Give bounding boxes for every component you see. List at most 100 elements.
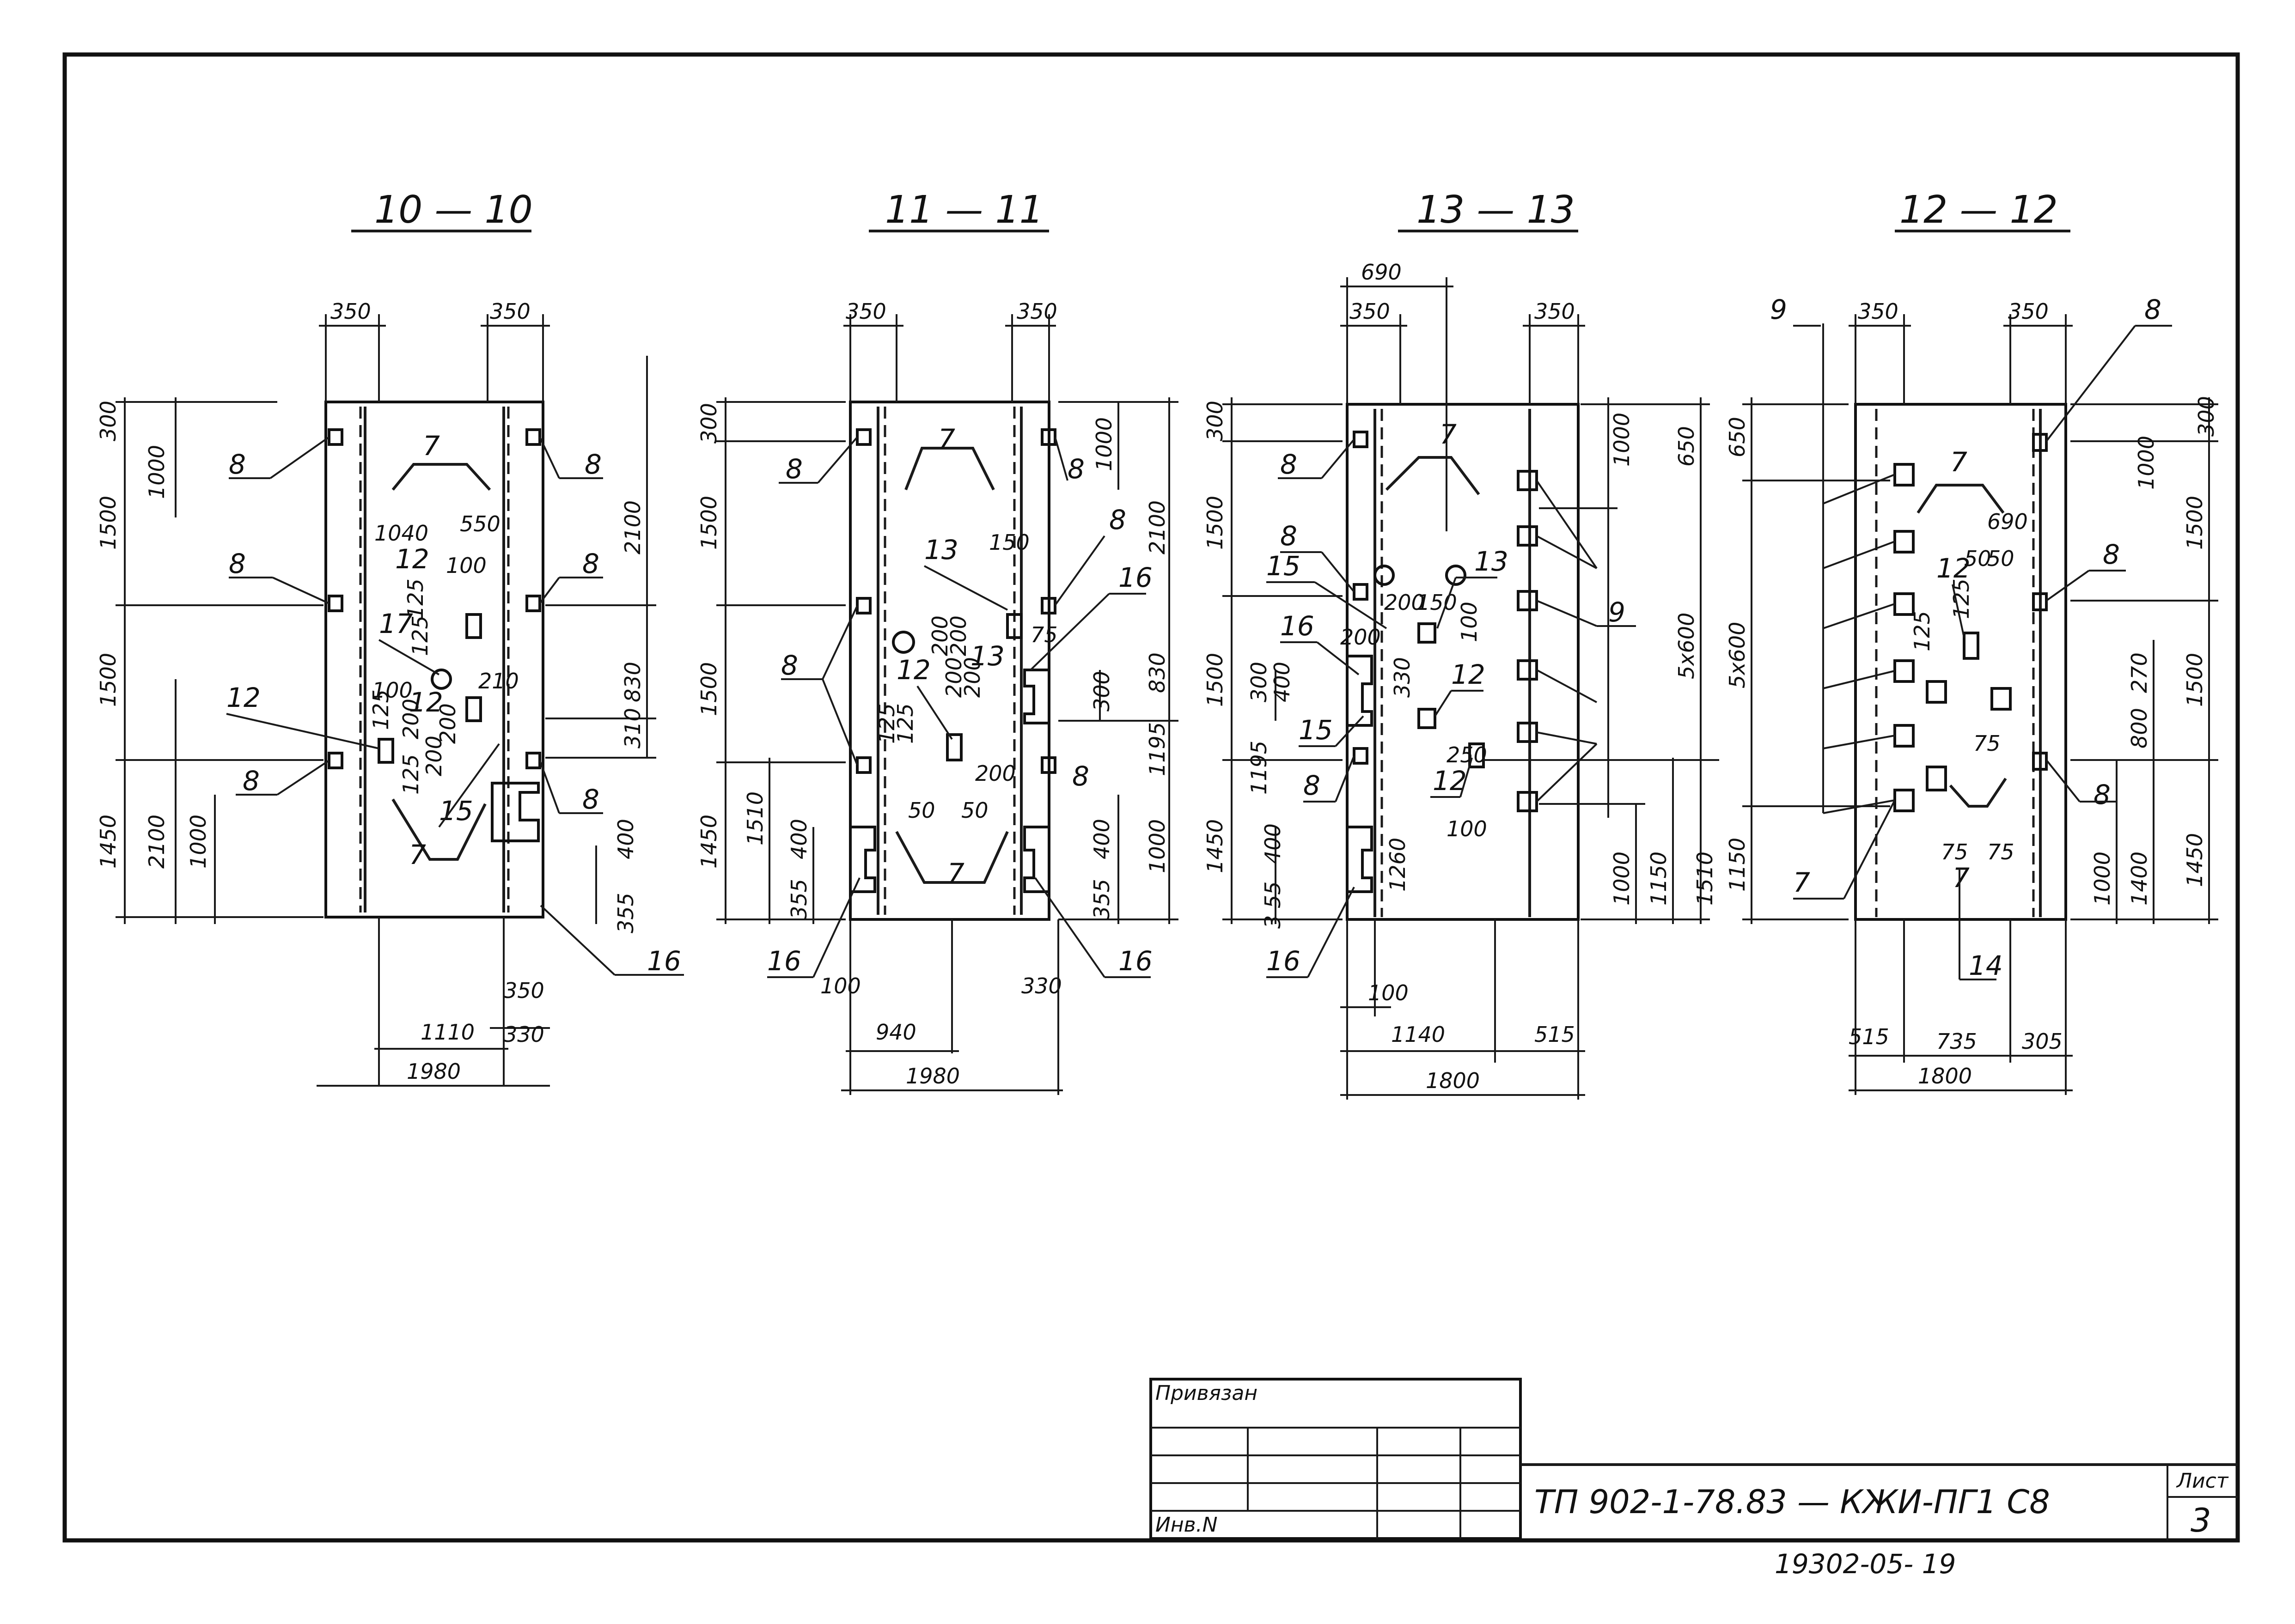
dim-right-310: 310	[620, 708, 645, 748]
dim-right-1400: 1400	[2127, 852, 2152, 906]
dim-690: 690	[1987, 509, 2028, 534]
dim-right-830: 830	[620, 662, 645, 702]
dim-left-355: 355	[787, 879, 812, 919]
dim-75a: 75	[1973, 731, 2001, 756]
dim-1040: 1040	[374, 521, 428, 546]
label-8c: 8	[1303, 770, 1320, 801]
dim-right-1000: 1000	[2134, 436, 2159, 490]
label-8f: 8	[582, 784, 599, 815]
dim-left-1500a: 1500	[96, 496, 121, 550]
dim-right-400: 400	[613, 819, 638, 859]
label-13a: 13	[924, 534, 958, 566]
label-8b: 8	[585, 449, 602, 480]
label-15b: 15	[1299, 714, 1333, 746]
dim-75: 75	[1031, 622, 1058, 647]
dim-top-left: 350	[330, 299, 371, 324]
label-7b: 7	[1793, 867, 1810, 898]
label-16a: 16	[1118, 562, 1153, 593]
dim-left-1000: 1000	[144, 445, 169, 499]
label-13: 13	[1474, 546, 1508, 577]
sheet-frame	[62, 52, 2240, 1543]
dim-350: 350	[504, 978, 544, 1003]
dim-125c: 125	[368, 689, 393, 730]
section-title: 11 — 11	[885, 188, 1044, 232]
dim-right-1150: 1150	[1646, 852, 1671, 906]
title-block: Привязан Инв.N ТП 902-1-78.83 — КЖИ-ПГ1 …	[1149, 1378, 2238, 1580]
dim-left-1195: 1195	[1246, 741, 1271, 795]
dim-330: 330	[1021, 973, 1062, 998]
label-7a: 7	[938, 423, 955, 455]
dim-210: 210	[478, 669, 519, 693]
dim-right-1500a: 1500	[2182, 496, 2207, 550]
dim-200a: 200	[398, 699, 423, 739]
dim-550: 550	[460, 511, 501, 536]
dim-125d: 125	[398, 754, 423, 795]
dim-left-1150: 1150	[1725, 838, 1750, 892]
section-10-10: 10 — 10 350 350	[96, 188, 684, 1087]
dim-left-1500b: 1500	[96, 653, 121, 707]
label-7b: 7	[409, 839, 426, 870]
dim-200b: 200	[1340, 625, 1381, 650]
dim-top-right: 350	[490, 299, 531, 324]
dim-50b: 50	[1987, 546, 2014, 571]
label-8d: 8	[781, 650, 798, 681]
dim-100b: 100	[372, 678, 413, 703]
dim-200a: 200	[928, 615, 952, 656]
dim-right-2100: 2100	[620, 500, 645, 554]
dim-305: 305	[2022, 1029, 2063, 1054]
dim-right-1000b: 1000	[1145, 819, 1170, 873]
dim-top-right: 350	[2008, 299, 2049, 324]
dim-top-left: 350	[846, 299, 886, 324]
dim-330: 330	[504, 1022, 544, 1047]
dim-100a: 100	[446, 553, 487, 578]
label-8a: 8	[2144, 294, 2161, 325]
dim-right-1000: 1000	[1609, 413, 1634, 467]
dim-1800: 1800	[1426, 1068, 1480, 1093]
label-7a: 7	[423, 430, 440, 462]
label-8a: 8	[229, 449, 246, 480]
dim-1980: 1980	[906, 1064, 960, 1089]
dim-left-1510: 1510	[743, 791, 768, 845]
dim-left-1500a: 1500	[1202, 496, 1227, 550]
label-7a: 7	[1950, 446, 1967, 478]
label-12a: 12	[1451, 659, 1485, 690]
label-12c: 12	[226, 682, 261, 713]
label-16b: 16	[767, 945, 801, 977]
label-8b: 8	[1068, 453, 1085, 485]
dim-left-1500b: 1500	[1202, 653, 1227, 707]
dim-100-bottom: 100	[1368, 980, 1409, 1005]
dim-right-5x600: 5x600	[1674, 613, 1699, 679]
label-7b: 7	[947, 858, 964, 889]
dim-735: 735	[1936, 1029, 1977, 1054]
label-9: 9	[1608, 596, 1625, 628]
dim-top-right: 350	[1534, 299, 1575, 324]
label-16a: 16	[1280, 610, 1314, 642]
dim-top-right: 350	[1017, 299, 1057, 324]
dim-right-800: 800	[2127, 708, 2152, 748]
dim-right-1000: 1000	[1092, 417, 1117, 471]
label-12b: 12	[1433, 765, 1467, 797]
label-16c: 16	[1118, 945, 1153, 977]
label-17: 17	[379, 608, 413, 639]
label-8e: 8	[243, 765, 260, 797]
dim-right-1000b: 1000	[2090, 852, 2115, 906]
label-8e: 8	[1072, 760, 1089, 792]
dim-left-1500b: 1500	[696, 662, 721, 716]
dim-125a: 125	[874, 703, 899, 744]
doc-code: ТП 902-1-78.83 — КЖИ-ПГ1 С8	[1534, 1483, 2050, 1521]
dim-100b: 100	[1447, 816, 1487, 841]
label-8b: 8	[2103, 539, 2120, 570]
dim-940: 940	[876, 1020, 916, 1045]
dim-125a: 125	[1910, 611, 1935, 651]
dim-690: 690	[1361, 260, 1402, 285]
label-12b: 12	[409, 687, 443, 718]
dim-top-left: 350	[1349, 299, 1390, 324]
section-11-11: 11 — 11 350 350	[696, 188, 1178, 1095]
dim-left-2100: 2100	[144, 815, 169, 869]
dim-100a: 100	[1457, 602, 1482, 642]
dim-left-300: 300	[96, 401, 121, 441]
label-14: 14	[1969, 950, 2003, 981]
dim-200b: 200	[946, 615, 971, 656]
dim-200c: 200	[435, 703, 460, 744]
